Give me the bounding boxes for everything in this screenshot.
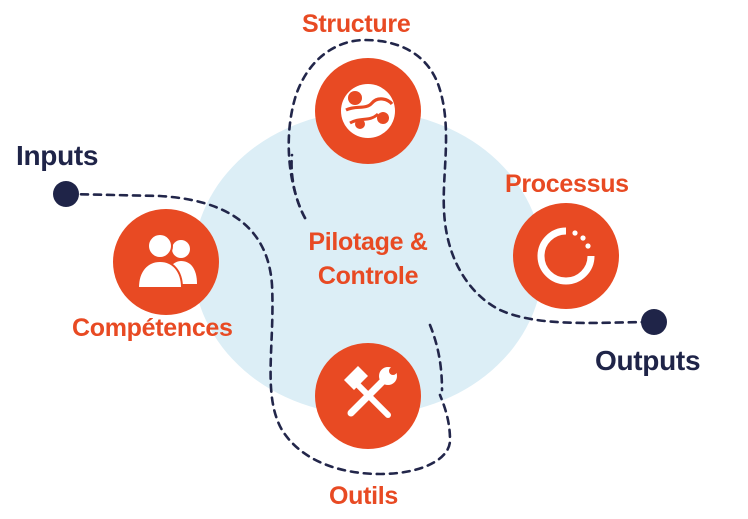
- structure-label: Structure: [302, 10, 411, 38]
- globe-icon: [341, 84, 395, 138]
- inputs-dot: [53, 181, 79, 207]
- connector-outils-center: [428, 323, 444, 392]
- tools-icon: [344, 366, 397, 418]
- center-label: Pilotage & Controle: [290, 225, 446, 293]
- progress-ring-icon: [537, 227, 595, 285]
- center-hub: [193, 111, 543, 415]
- connector-center-top: [290, 153, 307, 220]
- outputs-label: Outputs: [595, 345, 701, 376]
- competences-node: [113, 209, 219, 315]
- users-icon: [136, 233, 197, 289]
- inputs-label: Inputs: [16, 140, 99, 171]
- connector-inputs: [66, 192, 452, 476]
- processus-label: Processus: [505, 170, 629, 198]
- connector-structure-loop: [287, 38, 657, 325]
- structure-node: [315, 58, 421, 164]
- center-label-line1: Pilotage &: [308, 228, 428, 256]
- processus-circle: [513, 203, 619, 309]
- processus-node: [513, 203, 619, 309]
- outils-node: [315, 343, 421, 449]
- outputs-dot: [641, 309, 667, 335]
- competences-label: Compétences: [72, 314, 233, 342]
- outils-label: Outils: [329, 482, 399, 510]
- center-label-line2: Controle: [317, 262, 419, 290]
